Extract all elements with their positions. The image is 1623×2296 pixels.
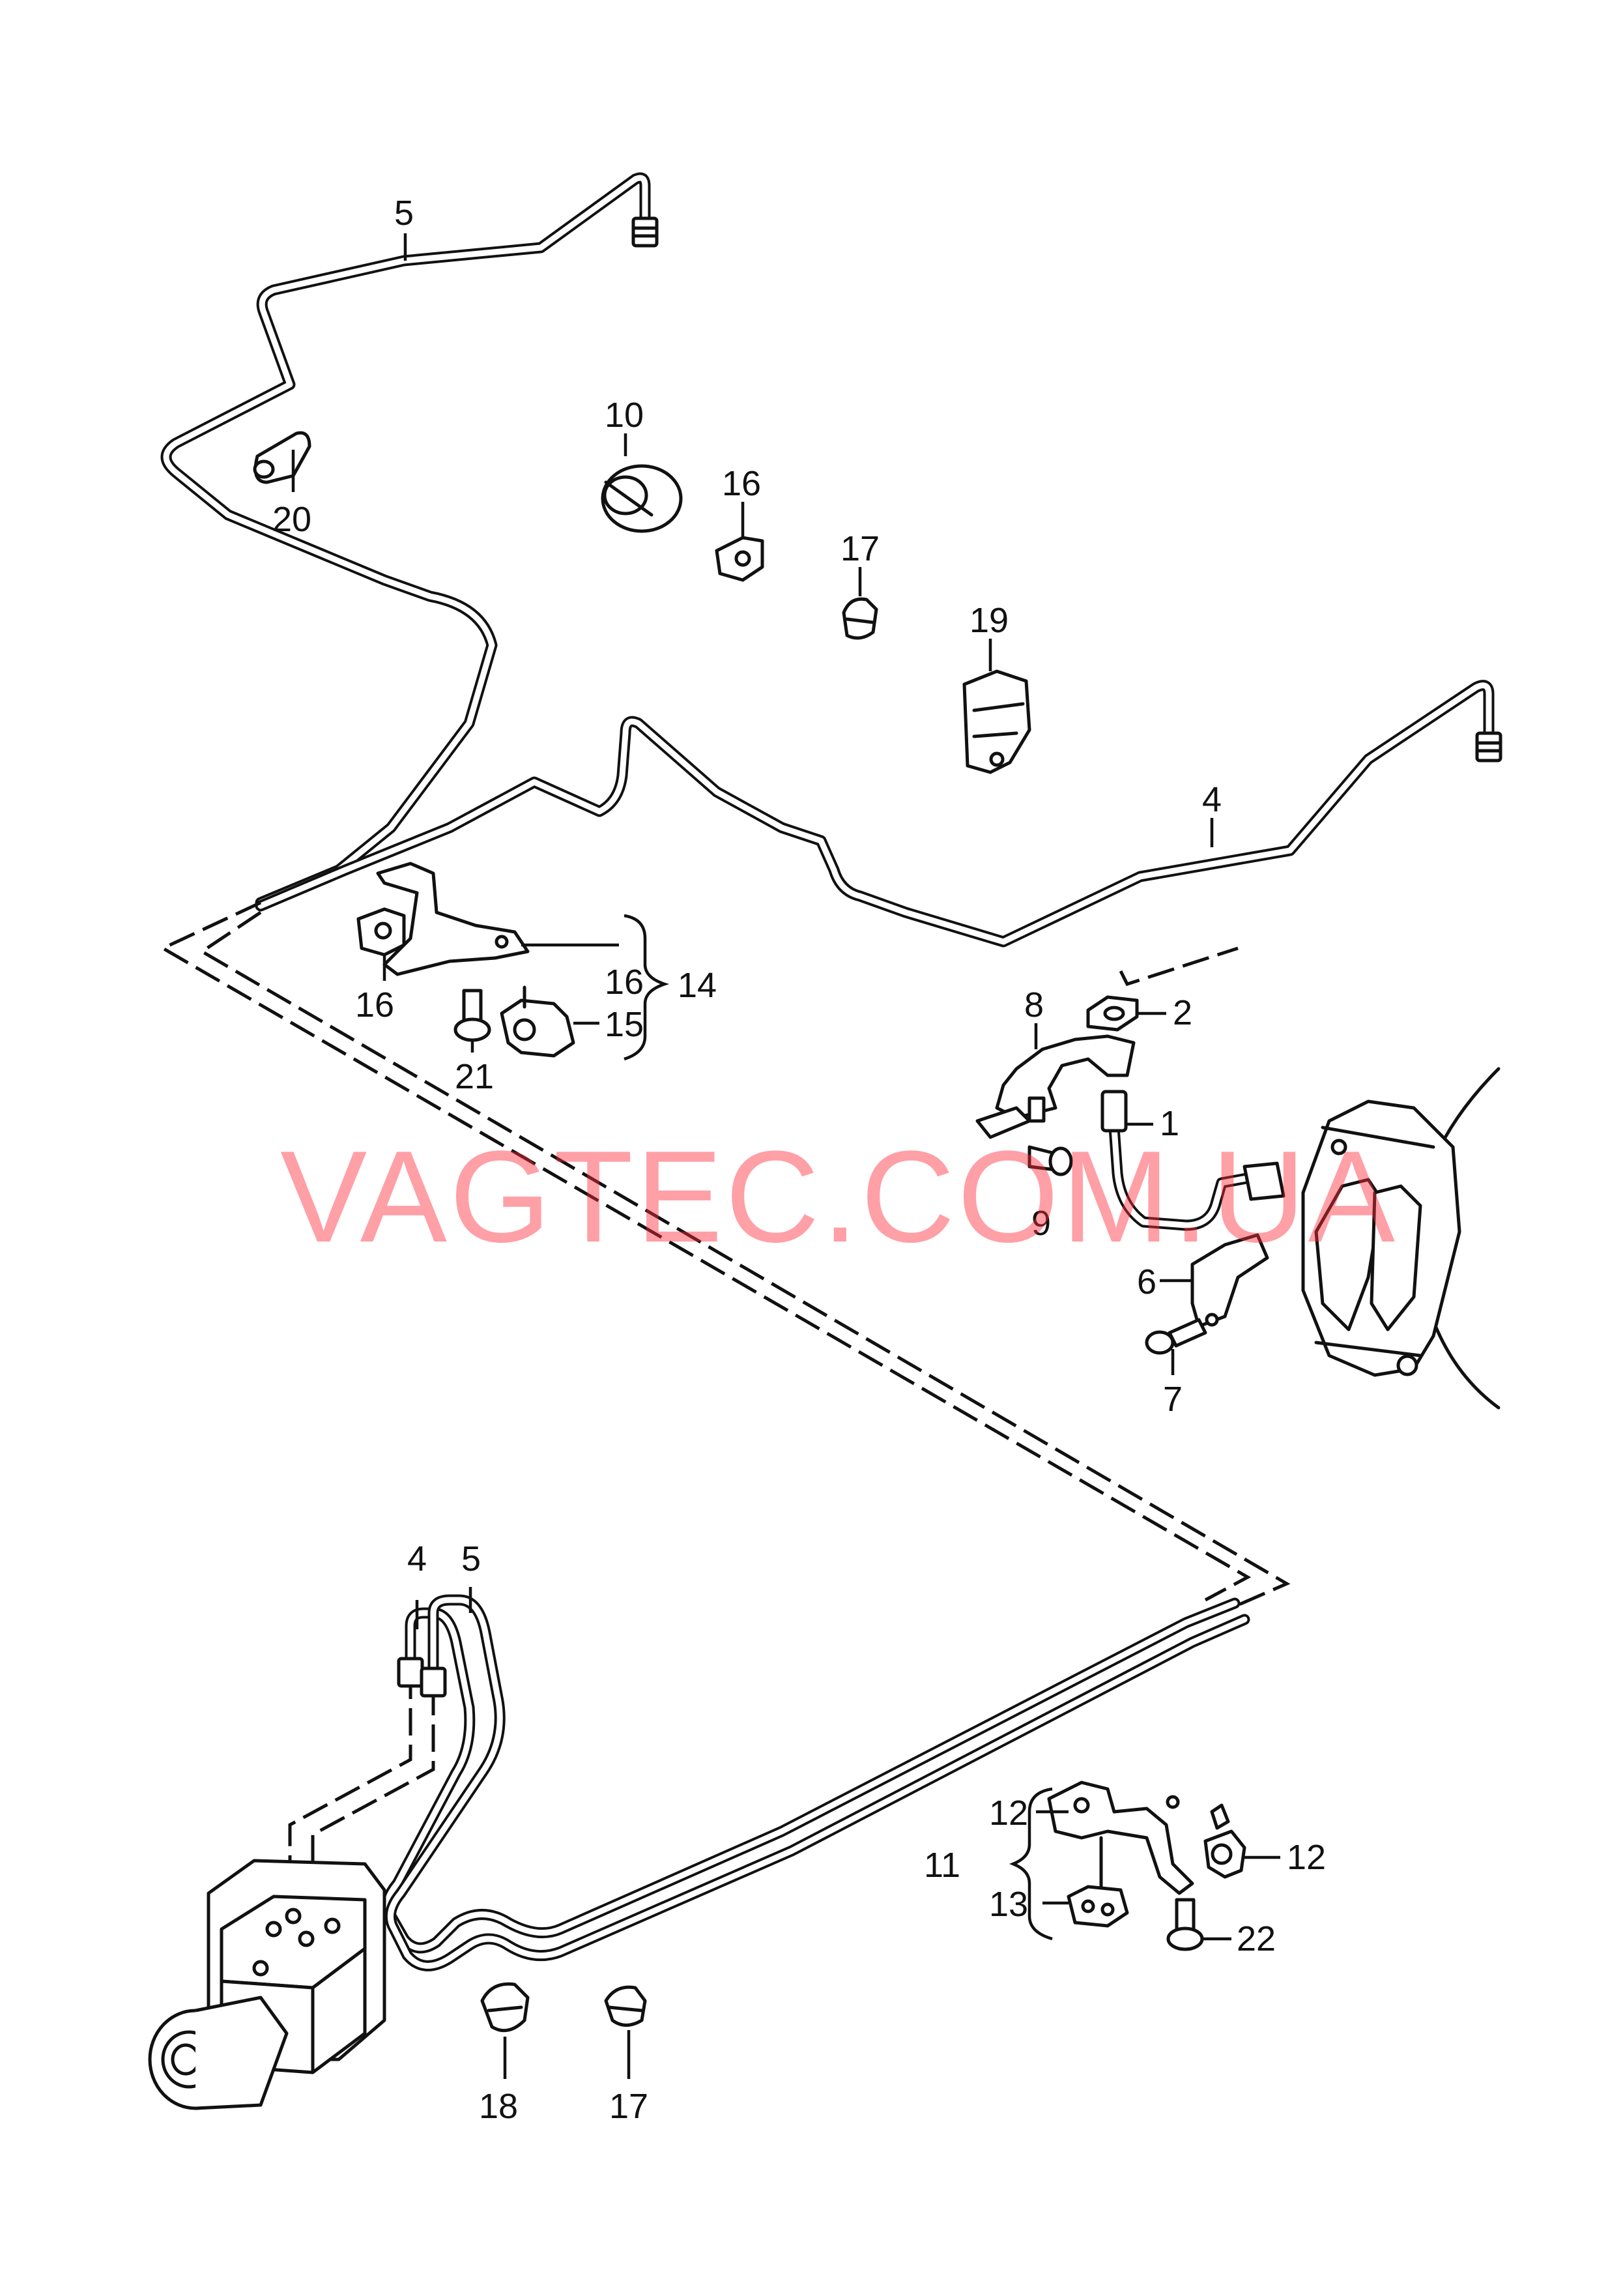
hose-bracket-8	[975, 1034, 1136, 1139]
bolt-9	[1027, 1145, 1073, 1176]
callout-17-upper: 17	[840, 529, 880, 568]
callout-19: 19	[969, 601, 1009, 640]
callout-2: 2	[1173, 993, 1192, 1032]
callout-4-upper: 4	[1202, 780, 1222, 819]
pipe-routing-dashed-lines	[159, 901, 1291, 1896]
bracket-assembly-14	[376, 862, 530, 976]
callout-16-bracket: 16	[355, 985, 394, 1024]
callout-13: 13	[989, 1885, 1028, 1924]
abs-hydraulic-unit	[148, 1859, 386, 2110]
pipe-clip-17-lower	[604, 1985, 647, 2027]
pipe-clip-16	[715, 536, 764, 582]
callout-7: 7	[1163, 1380, 1183, 1419]
pipe-fittings-abs	[397, 1657, 447, 1698]
callout-16-assembly: 16	[605, 963, 644, 1002]
callout-leader-lines	[291, 233, 1280, 2079]
pipe-holder-19	[962, 669, 1031, 774]
callout-15: 15	[605, 1005, 644, 1044]
pipe-grommet-20	[253, 431, 311, 484]
callout-10: 10	[605, 396, 644, 435]
callout-12-clip: 12	[1287, 1838, 1326, 1877]
brake-hose-1	[1100, 1090, 1285, 1231]
bolt-22	[1166, 1898, 1204, 1951]
hose-bracket-6	[1190, 1233, 1269, 1328]
grommet-10	[601, 464, 683, 533]
callout-14: 14	[678, 966, 717, 1005]
callout-18: 18	[479, 2087, 518, 2126]
pipe-clip-15	[500, 985, 575, 1058]
pipe-clip-16-bracket	[356, 907, 406, 957]
callout-5-lower: 5	[461, 1539, 481, 1578]
watermark-text: VAGTEC.COM.UA	[280, 1124, 1398, 1270]
bolt-7	[1145, 1318, 1207, 1355]
pipe-clip-18	[480, 1982, 530, 2033]
callout-9: 9	[1031, 1204, 1051, 1243]
brake-caliper	[1301, 1067, 1501, 1410]
bracket-assembly-11	[1047, 1780, 1194, 1895]
brake-pipes-lower	[381, 1594, 1250, 1971]
callout-5-upper: 5	[394, 194, 414, 233]
pipe-fitting-4	[1475, 731, 1502, 763]
callout-11: 11	[924, 1846, 960, 1885]
brake-pipe-4-upper	[255, 680, 1495, 948]
pipe-fitting-5	[631, 216, 659, 248]
callout-20: 20	[272, 500, 311, 539]
callout-12-bracket: 12	[989, 1794, 1028, 1833]
pipe-clip-13	[1067, 1836, 1129, 1928]
retaining-clip-2	[1086, 995, 1139, 1032]
callout-16-upper: 16	[722, 464, 761, 503]
brake-pipe-5-upper	[160, 172, 651, 908]
callout-8: 8	[1024, 985, 1044, 1024]
pipe-clip-12	[1203, 1803, 1246, 1879]
pipe-clip-17-upper	[842, 597, 878, 640]
bolt-21	[453, 989, 491, 1042]
callout-6: 6	[1137, 1262, 1156, 1301]
callout-21: 21	[455, 1057, 494, 1096]
callout-22: 22	[1237, 1919, 1276, 1958]
callout-labels: 5 20 10 16 17 19 4 16 21 16 15 14 8 2 1 …	[272, 194, 1326, 2126]
callout-17-lower: 17	[609, 2087, 648, 2126]
callout-4-lower: 4	[407, 1539, 427, 1578]
callout-1: 1	[1160, 1104, 1179, 1143]
